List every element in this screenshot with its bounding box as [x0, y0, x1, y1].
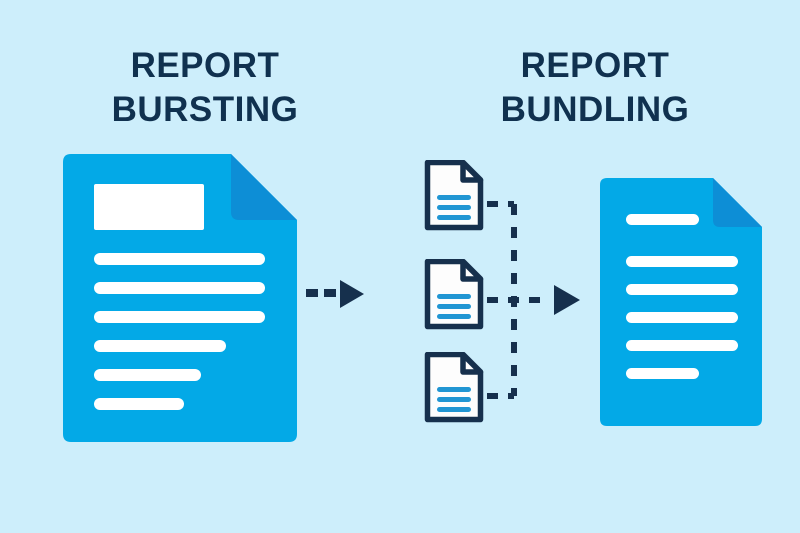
burst-document-2-line: [437, 304, 471, 309]
bundled-document-line: [626, 214, 699, 225]
burst-document-2-line: [437, 294, 471, 299]
burst-document-1: [423, 160, 485, 232]
bundled-document-line: [626, 368, 699, 379]
burst-document-1-fold: [460, 160, 484, 183]
bundled-document-line: [626, 312, 738, 323]
title-right-line1: REPORT: [520, 46, 670, 85]
source-document-line: [94, 311, 265, 323]
bundled-document: [600, 178, 762, 426]
bundled-document-line: [626, 340, 738, 351]
burst-document-2-fold: [460, 259, 484, 282]
edge-bundle-arrowhead: [554, 285, 580, 315]
title-left-line1: REPORT: [130, 46, 280, 85]
source-document-header-block: [94, 184, 204, 230]
title-left-line2: BURSTING: [111, 90, 299, 129]
bundled-document-line: [626, 284, 738, 295]
source-document-line: [94, 369, 201, 381]
bundled-document-line: [626, 256, 738, 267]
burst-document-1-line: [437, 215, 471, 220]
bundled-document-page: [600, 178, 762, 426]
burst-document-1-line: [437, 195, 471, 200]
source-document-line: [94, 398, 184, 410]
edge-burst: [306, 278, 368, 310]
burst-document-2: [423, 259, 485, 331]
burst-document-3-line: [437, 387, 471, 392]
source-document-fold: [231, 154, 297, 220]
burst-document-3: [423, 352, 485, 424]
burst-document-3-line: [437, 407, 471, 412]
edge-burst-arrowhead: [340, 280, 364, 308]
burst-document-2-line: [437, 314, 471, 319]
burst-document-1-line: [437, 205, 471, 210]
edge-burst-dashes: [306, 289, 336, 297]
burst-document-3-line: [437, 397, 471, 402]
source-document-line: [94, 282, 265, 294]
edge-bundle: [486, 190, 591, 410]
bundled-document-fold: [713, 178, 762, 227]
burst-document-3-fold: [460, 352, 484, 375]
source-document-line: [94, 340, 226, 352]
page-title-right: REPORT BUNDLING: [430, 44, 760, 132]
page-title-left: REPORT BURSTING: [40, 44, 370, 132]
title-right-line2: BUNDLING: [500, 90, 690, 129]
source-document: [63, 154, 297, 442]
source-document-line: [94, 253, 265, 265]
